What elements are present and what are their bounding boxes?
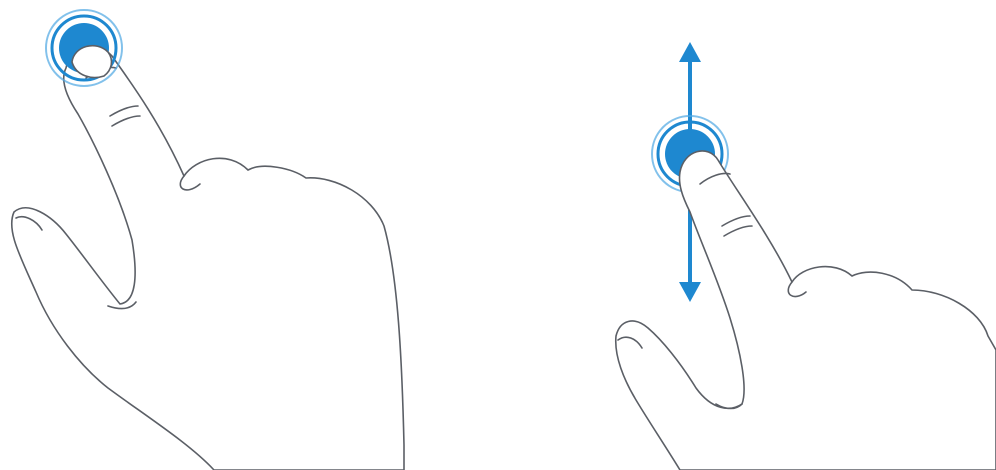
arrow-down-icon <box>679 282 701 302</box>
tap-gesture-icon <box>12 10 404 470</box>
vertical-swipe-gesture-icon <box>616 42 996 470</box>
left-hand-outline <box>12 47 404 470</box>
arrow-up-icon <box>679 42 701 62</box>
right-hand-icon <box>616 151 996 470</box>
right-hand-outline <box>616 151 996 470</box>
left-hand-icon <box>12 47 404 470</box>
